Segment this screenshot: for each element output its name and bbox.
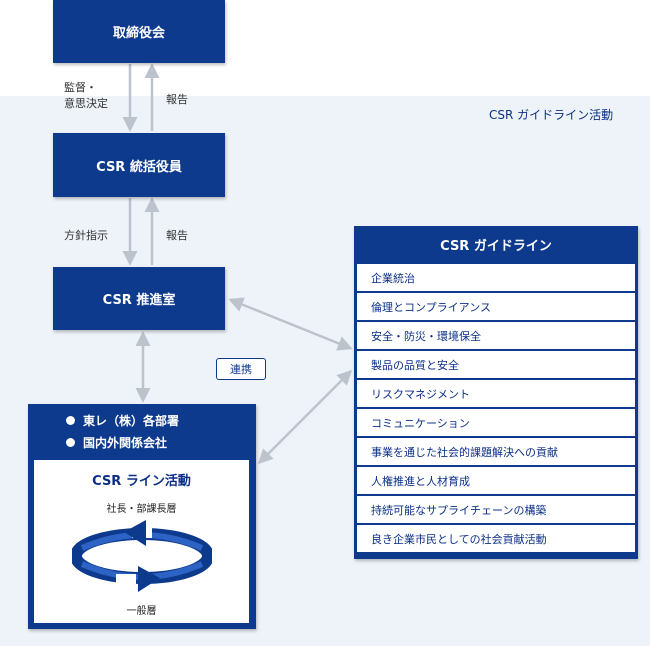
cycle-arrows-icon xyxy=(72,520,212,592)
guideline-item: 企業統治 xyxy=(357,264,635,291)
edge-label-supervise: 監督・ 意思決定 xyxy=(64,81,108,110)
guideline-item: 人権推進と人材育成 xyxy=(357,467,635,494)
board-of-directors-box: 取締役会 xyxy=(53,0,225,63)
organizations-box: 東レ（株）各部署 国内外関係会社 CSR ライン活動 社長・部課長層 一般層 xyxy=(28,404,256,629)
line-activity-title: CSR ライン活動 xyxy=(92,474,191,489)
guideline-item: 持続可能なサプライチェーンの構築 xyxy=(357,496,635,523)
arrow-office-guidelines xyxy=(228,297,353,351)
csr-office-box: CSR 推進室 xyxy=(53,267,225,330)
arrow-orgs-guidelines xyxy=(257,369,353,465)
edge-label-report-2: 報告 xyxy=(166,229,188,242)
line-activity-top-label: 社長・部課長層 xyxy=(106,504,177,515)
guideline-item: リスクマネジメント xyxy=(357,380,635,407)
guideline-item: 安全・防災・環境保全 xyxy=(357,322,635,349)
bullet-icon xyxy=(66,438,75,447)
edge-label-policy: 方針指示 xyxy=(64,229,108,242)
csr-officer-box: CSR 統括役員 xyxy=(53,133,225,197)
guideline-item: 製品の品質と安全 xyxy=(357,351,635,378)
line-activity-bottom-label: 一般層 xyxy=(126,606,157,617)
bullet-icon xyxy=(66,416,75,425)
guideline-item: 事業を通じた社会的課題解決への貢献 xyxy=(357,438,635,465)
org-item-toray-departments: 東レ（株）各部署 xyxy=(66,412,179,429)
region-label: CSR ガイドライン活動 xyxy=(489,108,614,122)
edge-label-report-1: 報告 xyxy=(166,93,188,106)
guideline-item: 良き企業市民としての社会貢献活動 xyxy=(357,525,635,552)
csr-guidelines-box: CSR ガイドライン 企業統治 倫理とコンプライアンス 安全・防災・環境保全 製… xyxy=(354,226,638,559)
org-item-affiliates: 国内外関係会社 xyxy=(66,434,167,451)
guideline-item: コミュニケーション xyxy=(357,409,635,436)
cooperation-badge: 連携 xyxy=(216,358,266,380)
guidelines-title: CSR ガイドライン xyxy=(440,238,552,254)
line-activity-panel: CSR ライン活動 社長・部課長層 一般層 xyxy=(34,460,249,623)
guideline-item: 倫理とコンプライアンス xyxy=(357,293,635,320)
